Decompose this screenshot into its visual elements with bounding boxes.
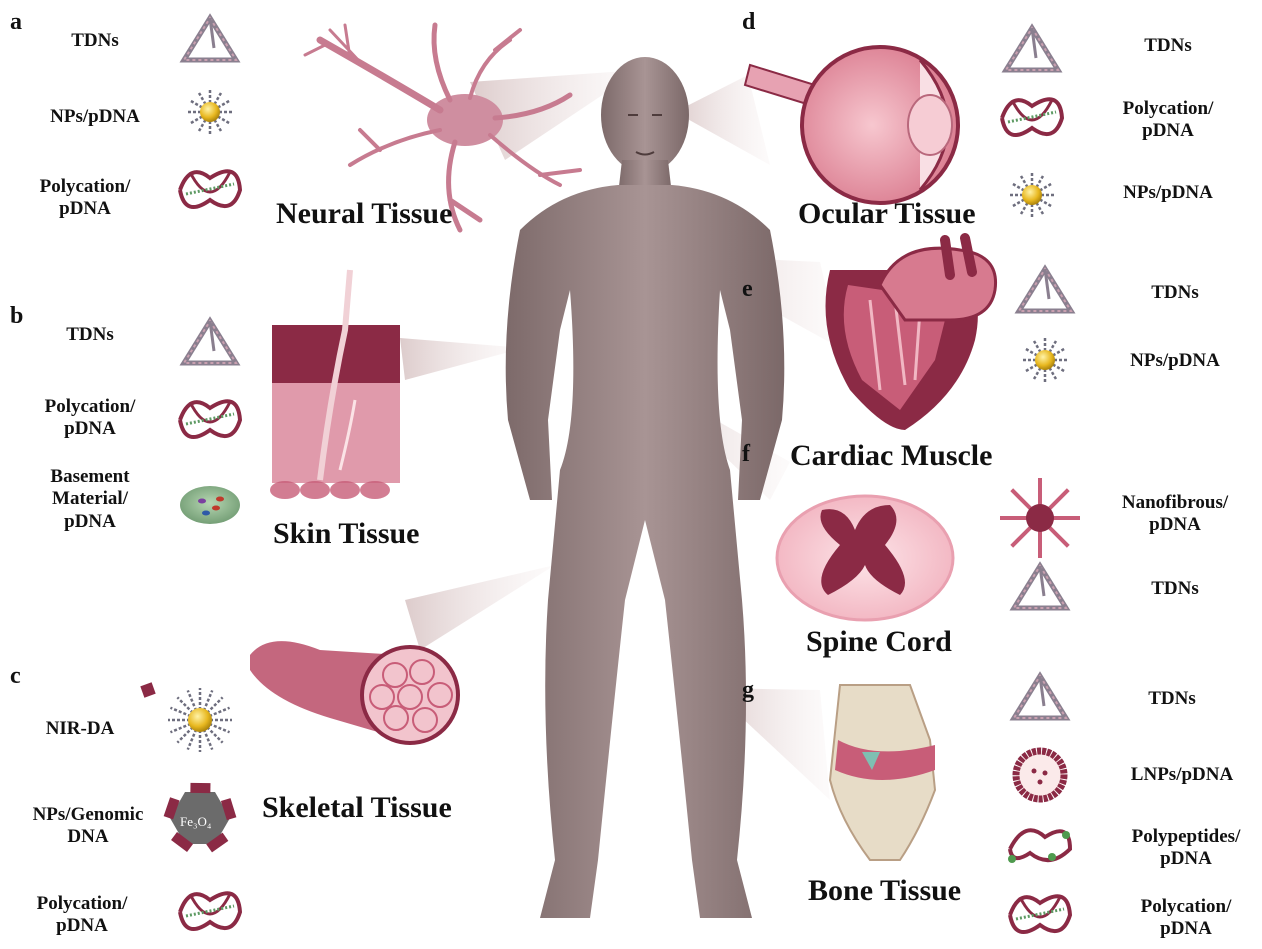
polycation-pdna-icon <box>180 893 240 929</box>
label-b-polycation: Polycation/ pDNA <box>15 396 165 441</box>
label-c-nir-da: NIR-DA <box>5 718 155 740</box>
panel-letter-e: e <box>742 275 753 303</box>
label-d-nps-pdna: NPs/pDNA <box>1093 182 1243 204</box>
label-g-polypeptides: Polypeptides/ pDNA <box>1111 826 1261 871</box>
panel-letter-c: c <box>10 662 21 690</box>
label-f-nanofibrous: Nanofibrous/ pDNA <box>1100 492 1250 537</box>
label-g-polycation: Polycation/ pDNA <box>1111 896 1261 941</box>
label-c-polycation: Polycation/ pDNA <box>7 893 157 938</box>
polycation-pdna-icon <box>1010 896 1070 932</box>
fe3o4-label: Fe₃O₄ <box>180 814 211 829</box>
polypeptide-icon <box>1008 830 1070 863</box>
label-a-polycation: Polycation/ pDNA <box>10 176 160 221</box>
tdn-icon <box>184 321 236 363</box>
tissue-title-cardiac: Cardiac Muscle <box>790 438 992 473</box>
polycation-pdna-icon <box>1002 99 1062 135</box>
eye-illustration <box>745 47 958 203</box>
panel-letter-f: f <box>742 440 750 468</box>
basement-material-icon <box>180 486 240 524</box>
polycation-pdna-icon <box>180 401 240 437</box>
label-e-nps-pdna: NPs/pDNA <box>1100 350 1250 372</box>
polycation-pdna-icon <box>180 171 240 207</box>
label-d-polycation: Polycation/ pDNA <box>1093 98 1243 143</box>
label-d-tdns: TDNs <box>1093 35 1243 57</box>
muscle-illustration <box>250 641 458 743</box>
label-a-tdns: TDNs <box>20 30 170 52</box>
label-f-tdns: TDNs <box>1100 578 1250 600</box>
np-pdna-icon <box>1008 171 1056 219</box>
spinal-cord-illustration <box>777 496 953 620</box>
tissue-title-spine: Spine Cord <box>806 624 952 659</box>
tdn-icon <box>1014 566 1066 608</box>
np-pdna-icon <box>186 88 234 136</box>
lnp-icon <box>1016 751 1064 799</box>
tdn-icon <box>1014 676 1066 718</box>
tissue-title-bone: Bone Tissue <box>808 873 961 908</box>
label-b-tdns: TDNs <box>15 324 165 346</box>
np-pdna-icon <box>1021 336 1069 384</box>
label-g-lnps: LNPs/pDNA <box>1107 764 1257 786</box>
nanofibrous-icon <box>1000 478 1080 558</box>
skin-illustration <box>270 270 400 499</box>
label-e-tdns: TDNs <box>1100 282 1250 304</box>
human-body <box>506 57 785 918</box>
tdn-icon <box>1019 269 1071 311</box>
tissue-title-neural: Neural Tissue <box>276 196 452 231</box>
label-a-nps-pdna: NPs/pDNA <box>20 106 170 128</box>
tissue-title-ocular: Ocular Tissue <box>798 196 976 231</box>
tdn-icon <box>1006 28 1058 70</box>
panel-letter-g: g <box>742 676 754 704</box>
tdn-icon <box>184 18 236 60</box>
tissue-title-skin: Skin Tissue <box>273 516 420 551</box>
label-c-genomic: NPs/Genomic DNA <box>13 804 163 849</box>
panel-letter-d: d <box>742 8 755 36</box>
knee-illustration <box>830 685 935 860</box>
label-b-basement: Basement Material/ pDNA <box>15 466 165 533</box>
label-g-tdns: TDNs <box>1097 688 1247 710</box>
heart-illustration <box>826 238 996 430</box>
tissue-title-skeletal: Skeletal Tissue <box>262 790 452 825</box>
